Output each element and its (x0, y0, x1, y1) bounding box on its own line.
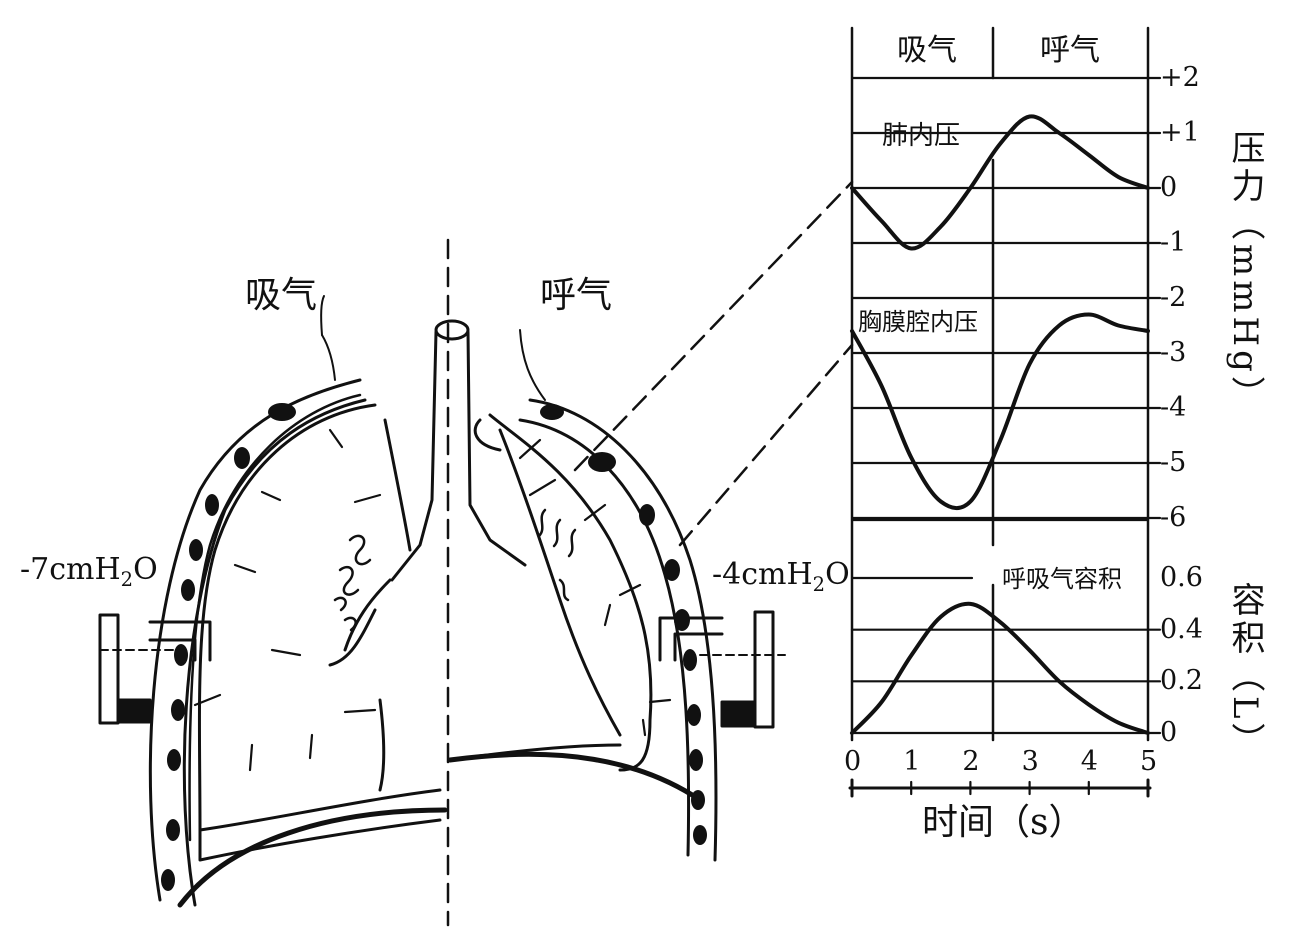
curve-intrapleural-pressure (850, 312, 1150, 511)
left-bronchioles (333, 534, 372, 632)
right-lung-arrows (518, 438, 672, 737)
right-bronchioles (537, 508, 577, 602)
right-lung (448, 413, 653, 772)
connector-intrapleural (678, 343, 854, 547)
curve-label-intrapulmonary: 肺内压 (882, 121, 961, 151)
time-tick-label: 1 (903, 746, 921, 777)
pressure-tick-label: -5 (1160, 447, 1187, 478)
time-tick-label: 0 (844, 746, 862, 777)
pressure-tick-label: -4 (1160, 392, 1187, 423)
pressure-axis-label: 压力（mmHg） (1225, 130, 1265, 414)
inhale-label: 吸气 (245, 275, 318, 316)
curve-label-intrapleural: 胸膜腔内压 (858, 308, 978, 336)
left-chest-wall (148, 295, 367, 907)
right-pleural-dots (540, 404, 707, 845)
time-tick-label: 5 (1140, 746, 1158, 777)
connector-intrapulmonary (573, 180, 854, 472)
right-diaphragm (447, 751, 703, 803)
pressure-tick-label: +1 (1160, 117, 1200, 148)
phase-exhale-label: 呼气 (1040, 33, 1100, 68)
pressure-tick-label: -3 (1160, 337, 1187, 368)
chart-curves (850, 114, 1150, 735)
time-tick-label: 4 (1080, 746, 1098, 777)
left-manometer (98, 613, 212, 725)
phase-inhale-label: 吸气 (897, 33, 957, 68)
chart-grid (850, 76, 1162, 796)
right-pressure-label: -4cmH2O (712, 557, 850, 596)
curve-intrapulmonary-pressure (850, 114, 1150, 251)
left-pressure-label: -7cmH2O (20, 552, 158, 591)
time-axis-label: 时间（s） (922, 802, 1085, 843)
left-pleura (188, 393, 362, 842)
left-diaphragm (177, 807, 448, 908)
chart-frame (850, 26, 1150, 742)
time-tick-label: 2 (962, 746, 980, 777)
time-axis (848, 778, 1152, 798)
pressure-tick-label: -2 (1160, 282, 1187, 313)
left-lung (197, 403, 442, 862)
pressure-tick-label: 0 (1160, 172, 1178, 203)
volume-tick-label: 0.6 (1160, 562, 1203, 593)
pressure-tick-label: -1 (1160, 227, 1187, 258)
trachea (390, 319, 527, 582)
left-pleural-dots (161, 403, 296, 891)
curve-label-volume: 呼吸气容积 (1002, 565, 1122, 593)
left-lung-arrows (193, 428, 382, 772)
volume-tick-label: 0.4 (1160, 613, 1203, 645)
curve-respiratory-volume (850, 601, 1150, 735)
volume-axis-label: 容积（L） (1225, 582, 1265, 761)
time-tick-label: 3 (1021, 746, 1039, 777)
volume-tick-label: 0 (1160, 717, 1178, 748)
right-manometer (658, 610, 786, 729)
volume-tick-label: 0.2 (1160, 665, 1203, 697)
pressure-tick-label: -6 (1160, 502, 1187, 533)
exhale-label: 呼气 (540, 275, 613, 316)
pressure-tick-label: +2 (1160, 62, 1200, 93)
